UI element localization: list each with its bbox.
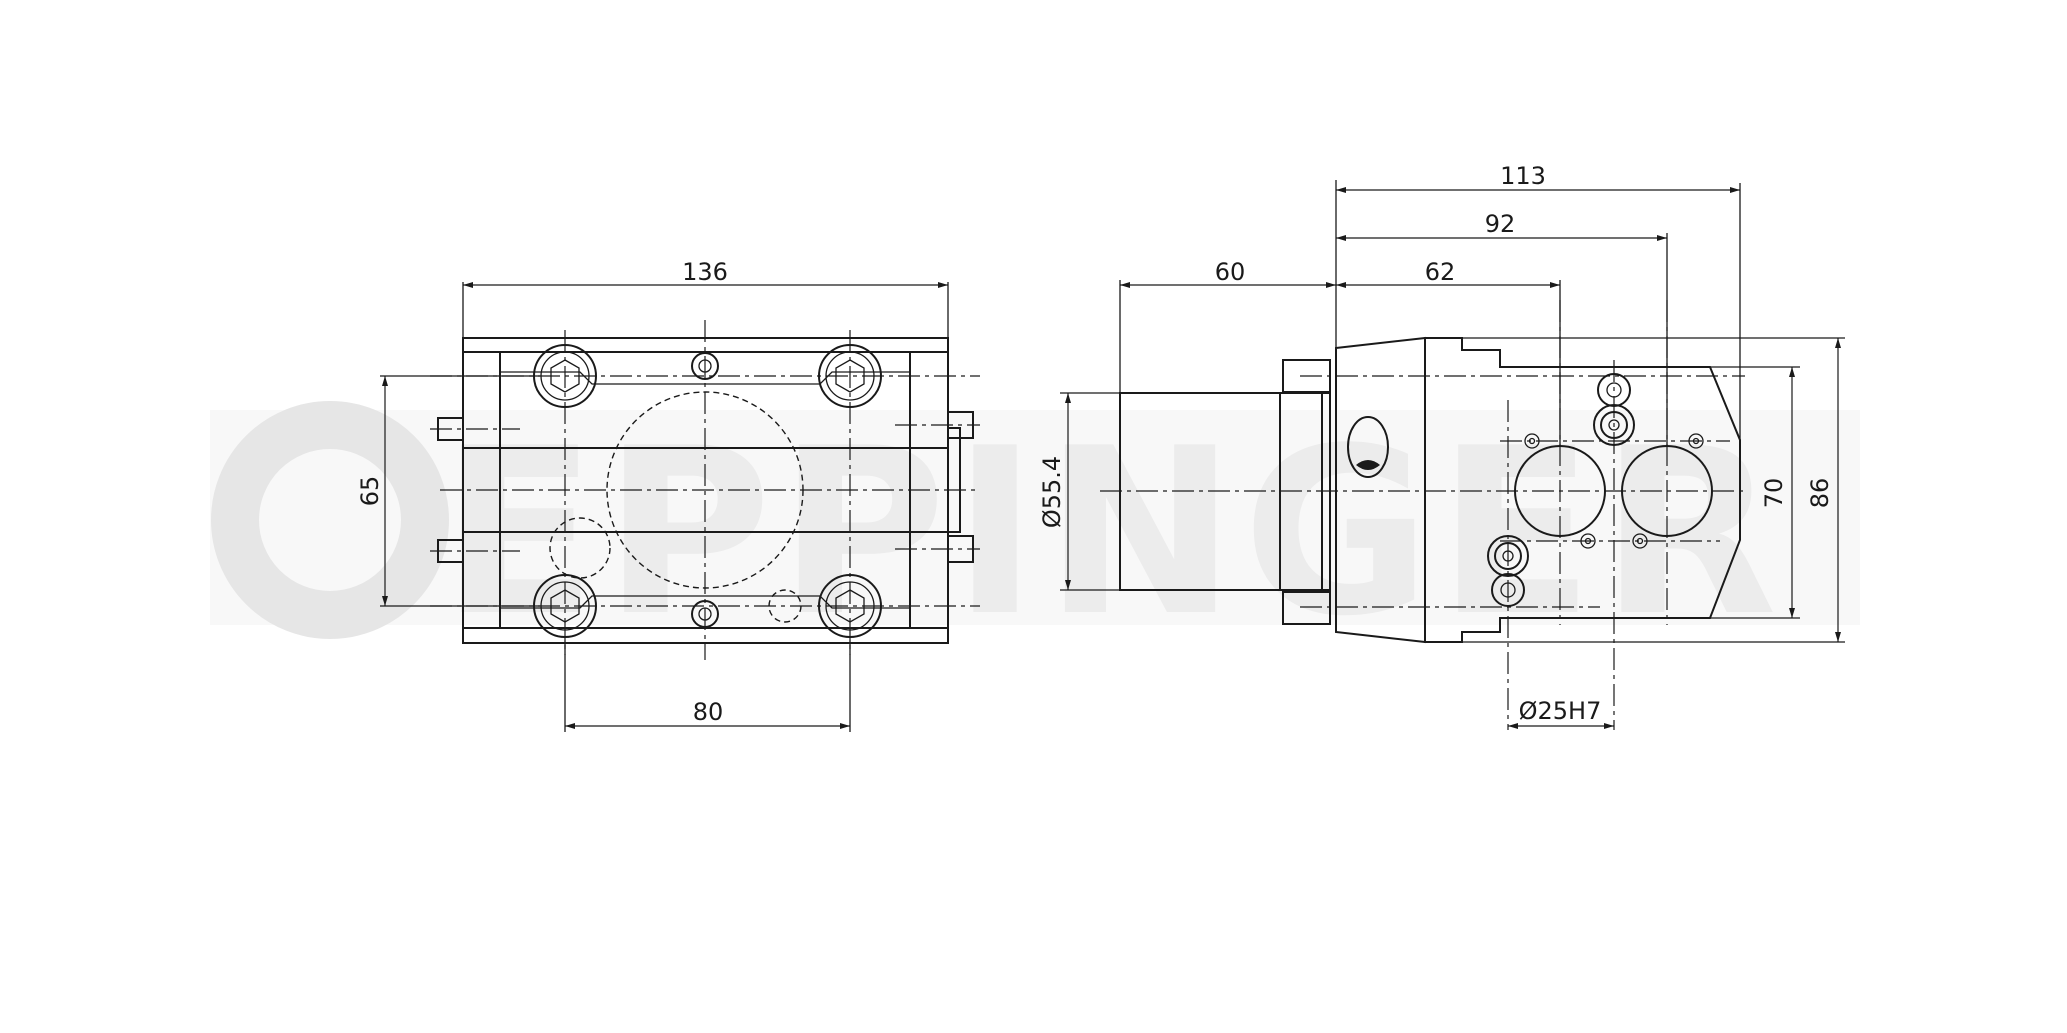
side-view: 60 62 92 113 Ø55.4 70 86 Ø25H7 [1038, 162, 1845, 730]
coolant-fitting-icon [1593, 373, 1635, 446]
dim-height-inner-label: 70 [1760, 478, 1788, 509]
dim-height-label: 65 [356, 476, 384, 507]
coolant-fitting-icon [1487, 535, 1529, 607]
front-view: 136 65 80 [356, 258, 980, 732]
dim-shank-length-label: 60 [1215, 258, 1246, 286]
dim-bore-diameter-label: Ø25H7 [1519, 697, 1602, 725]
dim-height-outer-label: 86 [1806, 478, 1834, 509]
bolt-icon [818, 574, 882, 638]
dim-shank-diameter-label: Ø55.4 [1038, 456, 1066, 528]
dim-bore-2-label: 92 [1485, 210, 1516, 238]
watermark: EPPINGER [210, 400, 1860, 667]
dim-width-label: 136 [682, 258, 728, 286]
dim-overall-label: 113 [1500, 162, 1546, 190]
watermark-text: EPPINGER [440, 400, 1783, 667]
screw-icon [691, 600, 719, 628]
dim-bolt-spacing-label: 80 [693, 698, 724, 726]
watermark-logo-icon [211, 401, 449, 639]
screw-icon [691, 352, 719, 380]
dim-bore-1-label: 62 [1425, 258, 1456, 286]
bolt-icon [818, 344, 882, 408]
